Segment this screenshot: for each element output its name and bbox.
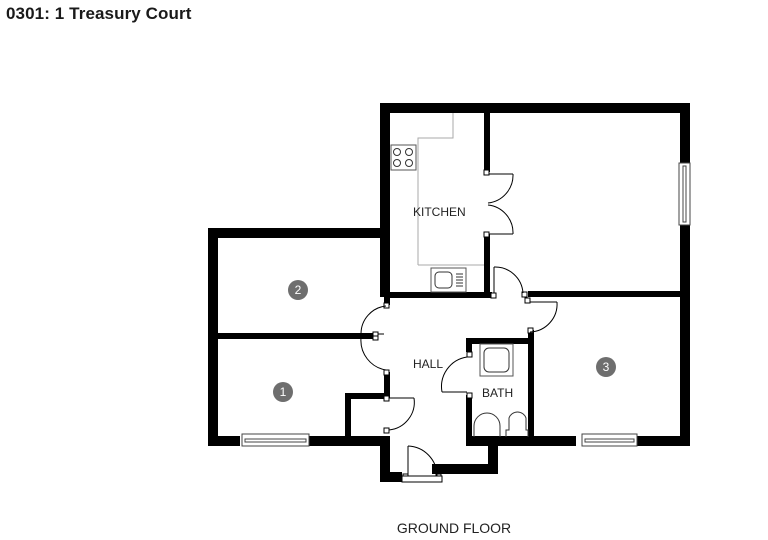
kitchen-label: KITCHEN (413, 205, 466, 219)
bath-label: BATH (482, 386, 513, 400)
hall-label: HALL (413, 357, 443, 371)
hob-icon (390, 144, 417, 171)
window-bedroom1 (241, 433, 310, 447)
door-jambs (372, 169, 534, 480)
cupboard-door (388, 397, 415, 431)
front-door (401, 445, 443, 483)
bedroom2-door (360, 305, 387, 335)
bedroom3-badge: 3 (596, 357, 616, 377)
bedroom2-number: 2 (295, 283, 302, 297)
living-door (493, 266, 524, 294)
walls (208, 103, 690, 482)
bedroom1-badge: 1 (273, 382, 293, 402)
bedroom3-number: 3 (603, 360, 610, 374)
floor-label: GROUND FLOOR (396, 520, 512, 536)
bedroom3-door (529, 301, 558, 333)
shower-tray-icon (479, 343, 514, 377)
worktop-outline (417, 113, 454, 265)
kitchen-fixtures (417, 113, 484, 266)
bedroom2-badge: 2 (288, 280, 308, 300)
windows (241, 162, 691, 447)
doors (360, 173, 558, 483)
bedroom1-door (360, 337, 387, 371)
sink-icon (430, 267, 467, 293)
bath-door (441, 356, 468, 393)
window-living (678, 162, 691, 226)
page-title: 0301: 1 Treasury Court (6, 4, 192, 23)
bedroom1-number: 1 (280, 385, 287, 399)
toilet-icon (505, 411, 529, 437)
kitchen-double-door (487, 173, 514, 235)
basin-icon (473, 412, 501, 437)
window-bedroom3 (581, 433, 638, 447)
